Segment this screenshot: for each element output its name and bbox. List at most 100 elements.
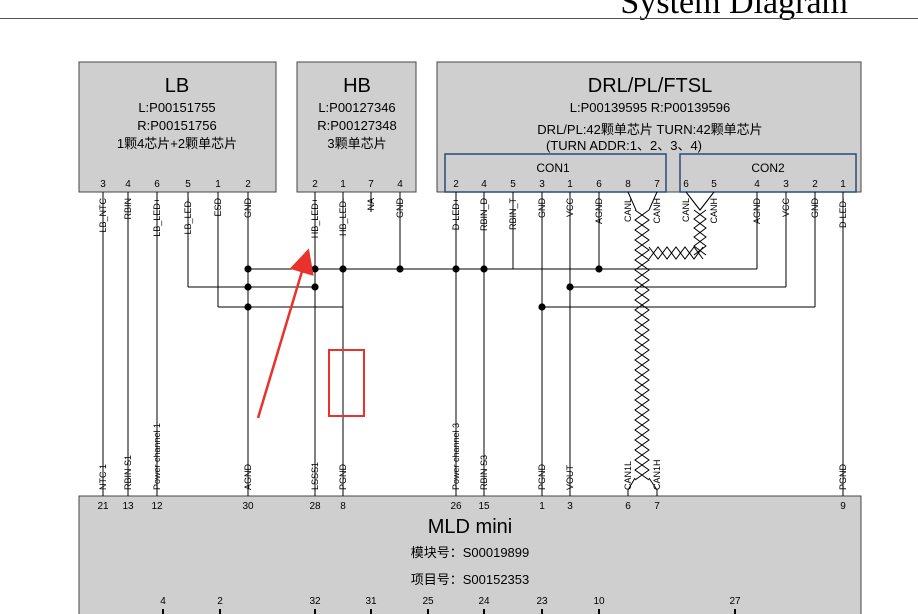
hb-chip-config: 3颗单芯片 bbox=[327, 136, 386, 151]
mld-top-pin-number: 28 bbox=[309, 501, 321, 512]
hb-right-part: R:P00127348 bbox=[317, 118, 397, 133]
con2-pin-number: 2 bbox=[812, 179, 818, 190]
con1-pin-number: 1 bbox=[567, 179, 573, 190]
con2-pin-label: CANH bbox=[709, 198, 719, 224]
con1-pin-number: 5 bbox=[510, 179, 516, 190]
junction-dot bbox=[480, 265, 488, 273]
lb-pin-number: 1 bbox=[215, 179, 221, 190]
junction-dot bbox=[339, 265, 347, 273]
mld-top-pin-number: 21 bbox=[97, 501, 109, 512]
con1-pin-number: 2 bbox=[453, 179, 459, 190]
lb-chip-config: 1颗4芯片+2颗单芯片 bbox=[117, 136, 237, 151]
lb-left-part: L:P00151755 bbox=[138, 100, 215, 115]
hb-pin-number: 4 bbox=[397, 179, 403, 190]
can-legs-to-mld bbox=[627, 477, 658, 496]
con1-pin-number: 8 bbox=[625, 179, 631, 190]
mld-bottom-pin-group: 4 2 32 31 25 24 23 10 27 bbox=[160, 596, 741, 614]
mld-top-pin-label: CAN1H bbox=[652, 459, 662, 490]
junction-dots bbox=[244, 265, 603, 311]
con2-pin-number: 6 bbox=[683, 179, 689, 190]
junction-dot bbox=[244, 283, 252, 291]
lb-pin-number: 4 bbox=[125, 179, 131, 190]
drl-part-numbers: L:P00139595 R:P00139596 bbox=[570, 100, 730, 115]
con2-pin-number: 5 bbox=[711, 179, 717, 190]
can-horizontal-strand-b bbox=[648, 246, 704, 260]
con1-pin-number: 6 bbox=[596, 179, 602, 190]
wire-can-cross-b bbox=[685, 191, 715, 211]
junction-dot bbox=[538, 303, 546, 311]
hb-pin-number: 7 bbox=[368, 179, 374, 190]
con1-connector bbox=[444, 153, 667, 193]
con1-pin-number: 3 bbox=[539, 179, 545, 190]
con1-pin-label: CANL bbox=[623, 198, 633, 222]
lb-pin-number: 2 bbox=[245, 179, 251, 190]
junction-dot bbox=[244, 303, 252, 311]
drl-chip-config: DRL/PL:42颗单芯片 TURN:42颗单芯片 bbox=[537, 122, 762, 137]
hb-pin-number: 1 bbox=[340, 179, 346, 190]
con2-connector bbox=[679, 153, 857, 193]
lb-pin-number: 3 bbox=[100, 179, 106, 190]
lb-name: LB bbox=[165, 75, 189, 97]
mld-top-pin-number: 6 bbox=[625, 501, 631, 512]
mld-module-number: 模块号：S00019899 bbox=[411, 545, 530, 560]
mld-name: MLD mini bbox=[428, 516, 512, 538]
junction-dot bbox=[566, 283, 574, 291]
con1-label: CON1 bbox=[536, 161, 570, 175]
can-horizontal-strand-a bbox=[648, 246, 704, 260]
junction-dot bbox=[311, 283, 319, 291]
mld-bottom-pin-number: 27 bbox=[729, 596, 741, 607]
lb-module: LB L:P00151755 R:P00151756 1颗4芯片+2颗单芯片 bbox=[78, 61, 277, 193]
lb-pin-number: 5 bbox=[185, 179, 191, 190]
junction-dot bbox=[244, 265, 252, 273]
drl-module: DRL/PL/FTSL L:P00139595 R:P00139596 DRL/… bbox=[436, 61, 862, 193]
junction-dot bbox=[595, 265, 603, 273]
annotation-highlight-box bbox=[328, 349, 365, 417]
wire-group bbox=[102, 191, 844, 496]
can-twisted-pair bbox=[627, 209, 707, 496]
mld-top-pin-number: 26 bbox=[450, 501, 462, 512]
header-rule bbox=[0, 18, 918, 19]
con1-pin-number: 4 bbox=[481, 179, 487, 190]
mld-top-pin-number: 9 bbox=[840, 501, 846, 512]
mld-bottom-pin-number: 25 bbox=[422, 596, 434, 607]
mld-top-pin-number: 7 bbox=[654, 501, 660, 512]
mld-bottom-pin-number: 2 bbox=[217, 596, 223, 607]
can2-stub-strand-b bbox=[693, 209, 707, 256]
annotation-group bbox=[256, 248, 365, 419]
can-twist-strand-b bbox=[634, 209, 650, 481]
mld-module: MLD mini 模块号：S00019899 项目号：S00152353 bbox=[78, 495, 862, 614]
mld-bottom-pin-number: 10 bbox=[593, 596, 605, 607]
con2-pin-number: 3 bbox=[783, 179, 789, 190]
mld-project-number: 项目号：S00152353 bbox=[411, 572, 530, 587]
mld-bottom-pin-number: 23 bbox=[536, 596, 548, 607]
con2-pin-number: 4 bbox=[754, 179, 760, 190]
mld-top-pin-label: CAN1L bbox=[623, 461, 633, 490]
mld-top-pin-number: 12 bbox=[151, 501, 163, 512]
con1-pin-label: CANH bbox=[652, 198, 662, 224]
hb-name: HB bbox=[343, 75, 371, 97]
hb-module: HB L:P00127346 R:P00127348 3颗单芯片 bbox=[296, 61, 417, 193]
junction-dot bbox=[311, 265, 319, 273]
lb-pin-number: 6 bbox=[154, 179, 160, 190]
junction-dot bbox=[452, 265, 460, 273]
annotation-arrow bbox=[256, 248, 314, 419]
mld-bottom-pin-number: 32 bbox=[309, 596, 321, 607]
mld-bottom-pin-number: 24 bbox=[478, 596, 490, 607]
con2-pin-label: CANL bbox=[681, 198, 691, 222]
hb-pin-number: 2 bbox=[312, 179, 318, 190]
wire-can1-entry bbox=[627, 191, 658, 211]
mld-top-pin-number: 15 bbox=[478, 501, 490, 512]
mld-top-pin-number: 1 bbox=[539, 501, 545, 512]
con2-label: CON2 bbox=[751, 161, 785, 175]
mld-top-pin-number: 8 bbox=[340, 501, 346, 512]
mld-bottom-pin-number: 31 bbox=[365, 596, 377, 607]
junction-dot bbox=[396, 265, 404, 273]
mld-bottom-pin-number: 4 bbox=[160, 596, 166, 607]
drl-turn-addr: (TURN ADDR:1、2、3、4) bbox=[546, 138, 702, 153]
con2-pin-number: 1 bbox=[840, 179, 846, 190]
mld-top-pin-number: 3 bbox=[567, 501, 573, 512]
lb-right-part: R:P00151756 bbox=[137, 118, 217, 133]
mld-top-pin-number: 30 bbox=[242, 501, 254, 512]
